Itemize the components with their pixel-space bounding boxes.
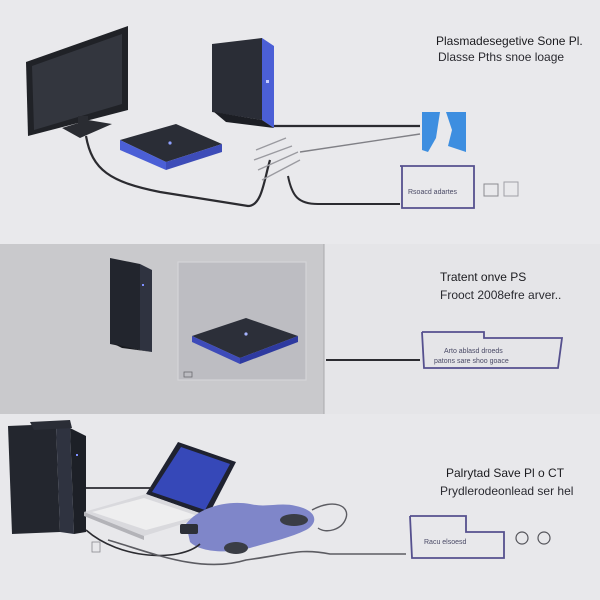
panel-2-box-label-1: Arto ablasd droeds <box>444 348 503 355</box>
setup-illustration-3 <box>8 420 551 566</box>
controller-icon <box>422 112 466 152</box>
panel-remote-play: Palrytad Save Pl o CT Prydlerodeonlead s… <box>0 414 600 600</box>
panel-home-setup: Plasmadesegetive Sone Pl. Dlasse Pths sn… <box>0 0 600 244</box>
laptop-icon <box>84 442 236 540</box>
panel-2-heading: Tratent onve PS <box>440 270 527 284</box>
panel-1-heading: Plasmadesegetive Sone Pl. <box>436 34 583 48</box>
tower-console-icon <box>110 258 152 352</box>
tower-console-icon <box>212 38 274 128</box>
setup-illustration-1 <box>26 26 519 209</box>
panel-2-subheading: Frooct 2008efre arver.. <box>440 288 562 302</box>
slim-console-icon <box>120 124 222 170</box>
panel-3-box-label: Racu elsoesd <box>424 539 467 546</box>
panel-1-subheading: Dlasse Pths snoe loage <box>438 50 565 64</box>
panel-1-box-label: Rsoacd adartes <box>408 189 458 196</box>
panel-3-heading: Palrytad Save Pl o CT <box>446 466 565 480</box>
panel-console-placement: Tratent onve PS Frooct 2008efre arver.. … <box>0 244 600 414</box>
monitor-icon <box>26 26 128 138</box>
panel-2-box-label-2: patons sare shoo goace <box>434 358 509 365</box>
slim-console-icon <box>192 318 298 364</box>
setup-illustration-2 <box>0 244 564 414</box>
panel-3-subheading: Prydlerodeonlead ser hel <box>440 484 574 498</box>
router-icon <box>180 514 308 554</box>
tower-console-icon <box>8 420 86 534</box>
sketch-lines <box>253 137 301 181</box>
network-blob <box>186 502 315 552</box>
